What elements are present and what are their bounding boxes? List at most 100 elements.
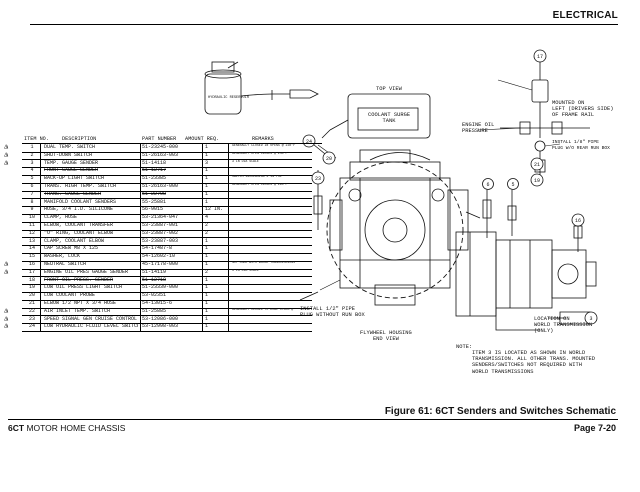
column-divider xyxy=(228,144,229,331)
revision-delta-icon: △6 xyxy=(4,260,9,268)
item-part-number: 51-12717 xyxy=(142,167,167,174)
item-part-number: 53-12086-000 xyxy=(142,315,179,322)
item-part-number: 53-23887-002 xyxy=(142,229,179,236)
item-remarks: GENERALLY CLOSED TO DUAL OPENS @ xyxy=(232,307,294,311)
coolant-surge-tank-label: COOLANT SURGE TANK xyxy=(368,112,411,125)
callout-3 xyxy=(584,311,598,325)
item-part-number: 51-14119 xyxy=(142,268,167,275)
item-description: BACK-UP LIGHT SWITCH xyxy=(44,175,105,182)
item-description: NEUTRAL SWITCH xyxy=(44,261,87,267)
item-amount: 12 IN. xyxy=(205,206,224,213)
callout-3-label: 3 xyxy=(589,316,592,322)
item-remarks: 3 IN DIA SCALE xyxy=(232,268,259,272)
item-part-number: 45-17178-000 xyxy=(142,261,179,267)
item-amount: 1 xyxy=(205,167,209,174)
header-description: DESCRIPTION xyxy=(62,136,97,142)
item-description: SHUT-DOWN SWITCH xyxy=(44,151,93,158)
item-description: SPEED SIGNAL GEN CRUISE CONTROL xyxy=(44,315,138,322)
item-amount: 2 xyxy=(205,268,209,275)
hydraulic-reservoir xyxy=(204,61,319,115)
item-amount: 1 xyxy=(205,323,209,330)
item-amount: 1 xyxy=(205,245,209,252)
footer-rule xyxy=(8,419,618,420)
item-remarks: SWITCH INCREASING 4 IN PSI xyxy=(232,175,282,179)
item-remarks: GENERALLY CLOSED IN OPENS @ 230°F xyxy=(232,144,296,147)
callout-20-label: 20 xyxy=(326,156,332,162)
revision-number: 6 xyxy=(6,309,9,314)
item-remarks: GENERALLY OPEN CLOSES @ 290°F xyxy=(232,183,288,186)
item-no: 22 xyxy=(28,307,35,314)
flywheel-housing xyxy=(326,161,464,299)
item-remarks: GENERALLY OPEN CLOSES @ 240°F xyxy=(232,151,288,155)
item-no: 12 xyxy=(28,229,35,236)
callout-23-label: 23 xyxy=(315,176,321,182)
item-no: 15 xyxy=(28,253,35,260)
flywheel-housing-label: FLYWHEEL HOUSING END VIEW xyxy=(360,330,412,343)
item-no: 19 xyxy=(28,284,35,291)
item-no: 21 xyxy=(28,300,35,306)
figure-caption: Figure 61: 6CT Senders and Switches Sche… xyxy=(384,406,616,417)
item-no: 8 xyxy=(30,198,34,205)
item-no: 11 xyxy=(28,222,35,228)
item-description: CLAMP, COOLANT ELBOW xyxy=(44,237,105,244)
item-description: "O" RING, COOLANT ELBOW xyxy=(44,229,114,236)
doc-prefix: 6CT xyxy=(8,423,25,433)
header-part-number: PART NUMBER xyxy=(142,136,177,142)
item-description: HOSE, 3/4 I.D. SILICONE xyxy=(44,206,114,213)
transmission xyxy=(455,231,597,331)
doc-title: MOTOR HOME CHASSIS xyxy=(26,423,126,433)
item-amount: 1 xyxy=(205,284,209,291)
header-item: ITEM NO. xyxy=(24,136,49,142)
item-part-number: 51-23339-000 xyxy=(142,284,179,291)
item-description: CAP SCREW M8 X 125 xyxy=(44,245,99,252)
item-no: 14 xyxy=(28,245,35,252)
item-description: FRONT OIL PRESS. SENDER xyxy=(44,276,114,283)
item-amount: 1 xyxy=(205,183,209,189)
callout-19-label: 19 xyxy=(534,178,540,184)
callout-17 xyxy=(533,49,547,63)
item-amount: 1 xyxy=(205,144,209,150)
note-text: ITEM 3 IS LOCATED AS SHOWN IN WORLD TRAN… xyxy=(472,350,595,375)
callout-5 xyxy=(507,178,519,190)
item-part-number: 51-14118 xyxy=(142,159,167,166)
revision-number: 6 xyxy=(6,263,9,267)
revision-delta-icon: △6 xyxy=(4,267,9,276)
item-amount: 1 xyxy=(205,190,209,197)
item-part-number: 54-13015-6 xyxy=(142,300,173,306)
item-part-number: 54-12602-10 xyxy=(142,253,176,260)
item-part-number: 56-9015 xyxy=(142,206,164,213)
item-part-number: 51-23385 xyxy=(142,175,167,182)
item-no: 10 xyxy=(28,214,35,221)
item-description: MANIFOLD COOLANT SENDERS xyxy=(44,198,117,205)
revision-number: 6 xyxy=(6,317,9,322)
item-part-number: 51-22708 xyxy=(142,190,167,197)
item-amount: 2 xyxy=(205,222,209,228)
item-no: 20 xyxy=(28,292,35,299)
note-label: NOTE: xyxy=(456,344,473,350)
hydraulic-reservoir-label: HYDRAULIC RESERVOIR xyxy=(208,96,249,100)
item-amount: 1 xyxy=(205,253,209,260)
revision-delta-icon: △6 xyxy=(4,322,9,331)
revision-number: 6 xyxy=(6,325,9,330)
item-no: 9 xyxy=(30,206,34,213)
callout-23 xyxy=(311,171,325,185)
item-description: LOW COOLANT PROBE xyxy=(44,292,96,299)
item-amount: 1 xyxy=(205,315,209,322)
callout-6 xyxy=(482,178,494,190)
item-amount: 1 xyxy=(205,151,209,158)
top-view-label: TOP VIEW xyxy=(376,86,402,92)
